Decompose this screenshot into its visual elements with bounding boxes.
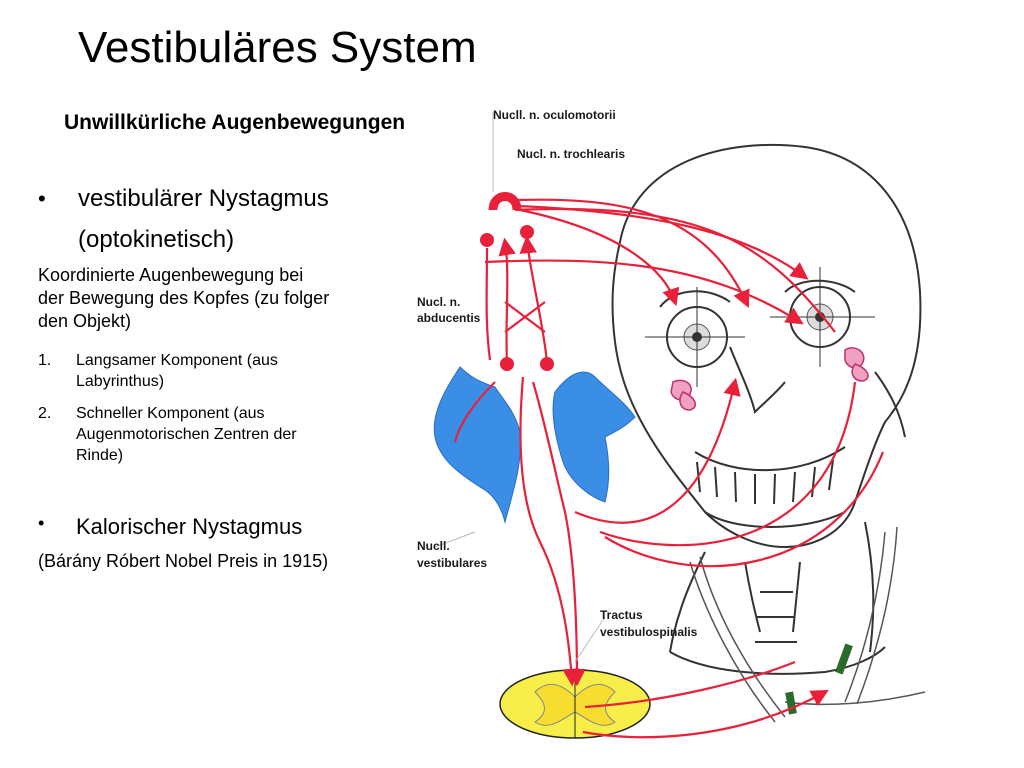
right-inner-ear	[844, 347, 869, 382]
label-tractus-1: Tractus	[600, 608, 643, 622]
label-abducentis-2: abducentis	[417, 311, 481, 325]
left-inner-ear	[670, 379, 697, 411]
spinal-cord-cross-section	[499, 669, 651, 739]
bullet-marker: •	[38, 186, 46, 211]
bullet2-text: Kalorischer Nystagmus	[76, 514, 303, 539]
description-line: Koordinierte Augenbewegung bei	[38, 265, 304, 285]
skull-drawing	[611, 143, 922, 675]
vestibular-pathway-illustration: Nucll. n. oculomotorii Nucl. n. trochlea…	[417, 108, 926, 739]
cranial-nerve-nuclei	[480, 225, 554, 371]
list-item-line: Labyrinthus)	[76, 373, 165, 390]
list-number: 1.	[38, 352, 52, 369]
slide-title: Vestibuläres System	[78, 23, 477, 72]
list-item-text: Schneller Komponent (aus Augenmotorische…	[76, 403, 376, 466]
bullet1-line2: (optokinetisch)	[78, 226, 235, 253]
list-item-line: Langsamer Komponent (aus	[76, 352, 278, 369]
list-item-line: Rinde)	[76, 447, 124, 464]
slide-subtitle: Unwillkürliche Augenbewegungen	[64, 111, 406, 134]
vestibular-nuclei	[433, 366, 636, 524]
neural-pathways	[453, 198, 885, 739]
bullet-marker: •	[38, 513, 45, 533]
list-item-line: Augenmotorischen Zentren der	[76, 426, 297, 443]
description-line: den Objekt)	[38, 311, 132, 331]
label-vestibulares-1: Nucll.	[417, 539, 450, 553]
label-tractus-2: vestibulospinalis	[600, 625, 698, 639]
label-abducentis-1: Nucl. n.	[417, 295, 460, 309]
list-number: 2.	[38, 405, 52, 422]
list-item-text: Langsamer Komponent (aus Labyrinthus)	[76, 350, 376, 392]
label-vestibulares-2: vestibulares	[417, 556, 487, 570]
neck-muscles	[689, 526, 926, 723]
label-oculomotorii: Nucll. n. oculomotorii	[493, 108, 616, 122]
description-text: Koordinierte Augenbewegung bei der Beweg…	[38, 264, 408, 333]
oculomotor-nucleus	[488, 192, 522, 211]
caption-text: (Bárány Róbert Nobel Preis in 1915)	[38, 551, 329, 571]
left-eye	[645, 287, 745, 387]
description-line: der Bewegung des Kopfes (zu folger	[38, 288, 330, 308]
list-item-line: Schneller Komponent (aus	[76, 405, 265, 422]
label-trochlearis: Nucl. n. trochlearis	[517, 147, 625, 161]
bullet1-line1: vestibulärer Nystagmus	[78, 185, 329, 212]
